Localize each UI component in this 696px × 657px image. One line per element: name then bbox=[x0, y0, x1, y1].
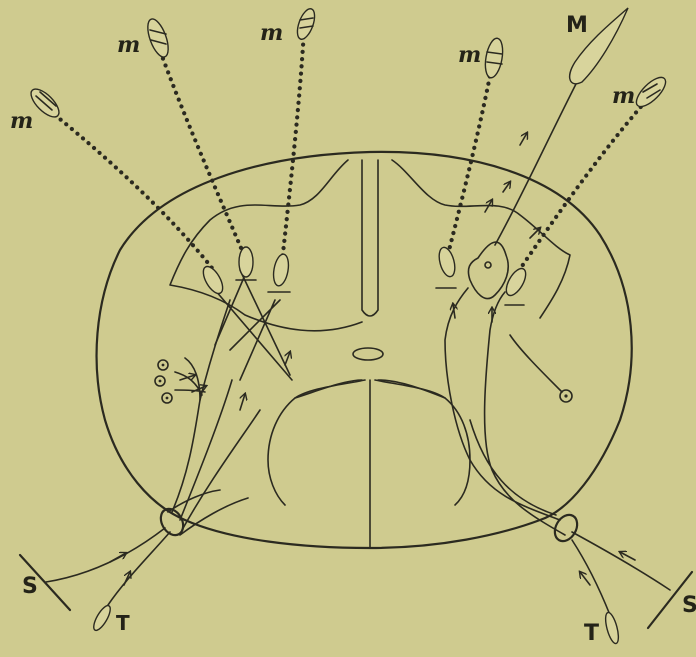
right-ganglion-ring bbox=[550, 511, 581, 545]
spindle-upper-left bbox=[144, 16, 173, 59]
end-organ-1 bbox=[199, 264, 226, 297]
nerve-m-right-outer bbox=[516, 85, 660, 275]
end-organ-T-left bbox=[91, 603, 114, 632]
nerve-T-left bbox=[108, 532, 170, 605]
left-root-fibres bbox=[172, 300, 260, 530]
left-crossing-fibres bbox=[215, 270, 292, 380]
end-organ-4 bbox=[436, 246, 457, 279]
motor-neuron-body bbox=[468, 242, 508, 298]
end-organ-5 bbox=[502, 266, 529, 299]
nerve-m-upper-center bbox=[282, 30, 304, 262]
label-T-left: T bbox=[116, 611, 130, 635]
label-M-muscle: M bbox=[566, 13, 588, 38]
spindle-right-inner bbox=[483, 37, 506, 79]
spinal-cord-outline bbox=[97, 152, 632, 548]
end-organ-T-right bbox=[603, 611, 621, 644]
label-m-right-inner: m bbox=[458, 42, 481, 68]
anterior-horn-right bbox=[375, 380, 470, 505]
label-m-upper-left: m bbox=[117, 32, 140, 58]
end-organ-3 bbox=[271, 253, 290, 287]
nerve-T-right bbox=[572, 540, 610, 615]
median-fissure bbox=[362, 160, 378, 316]
spindle-right-outer bbox=[632, 73, 670, 111]
anterior-horn-left bbox=[268, 380, 365, 505]
motor-axon bbox=[495, 80, 578, 245]
right-cell-process bbox=[510, 335, 562, 392]
label-m-right-outer: m bbox=[612, 83, 635, 109]
nerve-m-upper-left bbox=[158, 45, 244, 255]
left-collaterals bbox=[175, 358, 205, 400]
label-m-far-left: m bbox=[10, 108, 33, 134]
label-m-upper-center: m bbox=[260, 20, 283, 46]
label-T-right: T bbox=[584, 621, 599, 646]
label-S-left: S bbox=[22, 574, 38, 599]
right-root-fibres bbox=[445, 288, 565, 535]
spindle-upper-center bbox=[294, 7, 318, 42]
grey-matter-outline-right bbox=[392, 160, 570, 318]
nerve-S-left bbox=[46, 528, 165, 582]
label-S-right: S bbox=[682, 593, 696, 618]
central-canal bbox=[353, 348, 383, 360]
end-organ-2 bbox=[239, 247, 253, 277]
